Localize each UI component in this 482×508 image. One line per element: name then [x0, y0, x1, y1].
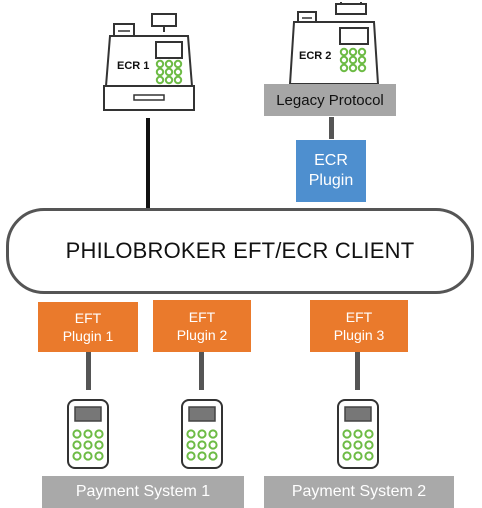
eft-plugin-1-box: EFT Plugin 1 — [38, 302, 138, 352]
legacy-protocol-label: Legacy Protocol — [276, 91, 384, 109]
ecr-plugin-box: ECR Plugin — [296, 140, 366, 202]
eft-plugin-3-line2: Plugin 3 — [333, 327, 385, 343]
ecr-2-label: ECR 2 — [299, 50, 332, 62]
payment-system-1-bar: Payment System 1 — [42, 476, 244, 508]
eft-plugin-3-line1: EFT — [345, 309, 373, 325]
eft-plugin-2-line2: Plugin 2 — [176, 327, 228, 343]
payment-terminal-2-icon — [181, 399, 223, 469]
ecr-1-cash-register-icon — [103, 13, 195, 111]
ecr-2-cash-register-icon — [288, 2, 380, 85]
eft-plugin-1-line1: EFT — [74, 310, 102, 326]
payment-system-2-bar: Payment System 2 — [264, 476, 454, 508]
eft-plugin-2-line1: EFT — [188, 309, 216, 325]
philobroker-client-box: PHILOBROKER EFT/ECR CLIENT — [6, 208, 474, 294]
client-label: PHILOBROKER EFT/ECR CLIENT — [65, 238, 415, 263]
ecr-1-label: ECR 1 — [117, 60, 150, 72]
eft-plugin-3-box: EFT Plugin 3 — [310, 300, 408, 352]
eft-plugin-2-connector-line — [199, 352, 204, 390]
ecr-1-connector-line — [146, 118, 150, 210]
payment-terminal-1-icon — [67, 399, 109, 469]
payment-terminal-3-icon — [337, 399, 379, 469]
ecr-plugin-line2: Plugin — [308, 172, 354, 189]
payment-system-1-label: Payment System 1 — [75, 483, 211, 500]
payment-system-2-label: Payment System 2 — [291, 483, 427, 500]
eft-plugin-1-connector-line — [86, 352, 91, 390]
legacy-to-ecr-plugin-line — [329, 117, 334, 139]
ecr-plugin-line1: ECR — [314, 152, 348, 169]
eft-plugin-1-line2: Plugin 1 — [62, 328, 114, 344]
eft-plugin-2-box: EFT Plugin 2 — [153, 300, 251, 352]
legacy-protocol-bar: Legacy Protocol — [264, 84, 396, 116]
eft-plugin-3-connector-line — [355, 352, 360, 390]
